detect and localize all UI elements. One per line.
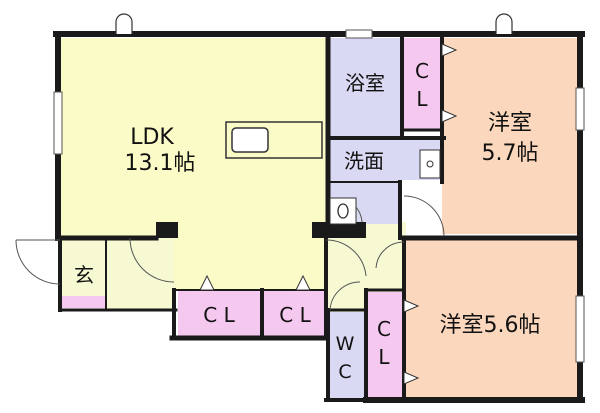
washing-machine-drum	[337, 203, 349, 219]
closet-right-label-2: L	[378, 345, 390, 369]
washing-machine	[329, 197, 357, 225]
ldk-size-label: 13.1帖	[125, 151, 196, 176]
toilet-label-1: W	[336, 333, 355, 355]
wall-block-left	[156, 222, 178, 238]
washroom-label: 洗面	[344, 149, 384, 173]
toilet-label-2: C	[338, 361, 351, 383]
entrance-label: 玄	[74, 263, 94, 287]
closet-b-label: C L	[279, 303, 311, 327]
entrance-closet-fill	[62, 296, 106, 308]
bedroom1-label: 洋室	[488, 111, 532, 136]
bath-fill	[330, 38, 402, 136]
windows	[53, 29, 585, 363]
closet-a-fill	[178, 290, 260, 336]
wash-basin	[419, 149, 441, 179]
closet-right-fill	[368, 292, 404, 398]
door-bumps	[115, 13, 513, 34]
closet-b-fill	[264, 290, 326, 336]
closet-top-label-1: C	[415, 59, 429, 83]
hall-fill	[106, 238, 174, 310]
bedroom1-size-label: 5.7帖	[482, 141, 539, 166]
ldk-label: LDK	[130, 125, 174, 150]
bedroom2-label: 洋室5.6帖	[440, 313, 541, 338]
walls	[53, 31, 585, 403]
bedroom1-fill	[442, 38, 578, 234]
wash-basin-drain	[426, 160, 434, 168]
closet-right-label-1: C	[377, 317, 391, 341]
bedroom2-fill	[406, 240, 578, 398]
closet-top-label-2: L	[416, 87, 428, 111]
kitchen-sink	[231, 127, 269, 153]
closet-top-fill	[404, 38, 440, 130]
toilet-fill	[330, 312, 364, 398]
closet-door-markers	[199, 43, 458, 385]
closet-a-label: C L	[203, 303, 235, 327]
wall-block-mid	[312, 222, 366, 238]
bath-label: 浴室	[345, 71, 385, 95]
